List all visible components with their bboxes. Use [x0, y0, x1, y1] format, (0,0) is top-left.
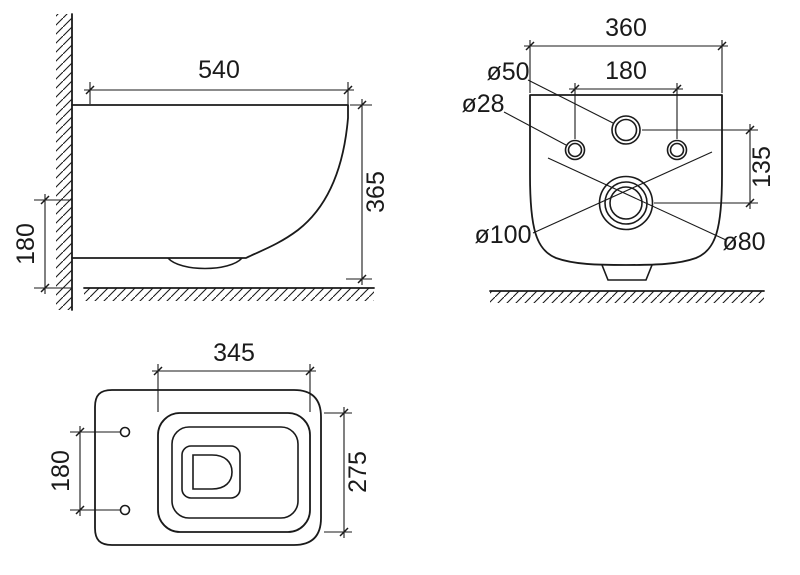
dimension-tick — [75, 505, 85, 515]
dim-360: 360 — [524, 14, 728, 93]
dimension-tick — [745, 198, 755, 208]
wall-hatch — [56, 14, 72, 310]
dimension-tick — [305, 366, 315, 376]
dimension-tick — [570, 84, 580, 94]
top-view: 345 180 275 — [47, 339, 372, 546]
dimension-tick — [525, 41, 535, 51]
dia80-label: ø80 — [722, 228, 765, 256]
dimension-tick — [40, 195, 50, 205]
rim-outline — [171, 426, 299, 519]
dia100-label: ø100 — [475, 221, 532, 249]
bolt-hole-right-outer — [666, 139, 688, 161]
dim-180-rear: 180 — [569, 57, 683, 139]
dim-360-label: 360 — [605, 14, 647, 42]
sump-hole — [192, 454, 233, 490]
drain-hole-mid — [604, 181, 648, 225]
side-view: 540 365 180 — [12, 13, 390, 311]
dim-275-label: 275 — [344, 451, 372, 493]
dim-275: 275 — [324, 407, 372, 538]
dimension-tick — [153, 366, 163, 376]
dimension-tick — [85, 85, 95, 95]
tank-outline — [529, 94, 723, 266]
hinge-hole-top — [119, 426, 131, 438]
outlet-arc — [167, 257, 243, 270]
floor-hatch — [490, 291, 764, 303]
dim-540-label: 540 — [198, 56, 240, 84]
dim-540: 540 — [84, 56, 354, 104]
dimension-tick — [672, 84, 682, 94]
dim-365-label: 365 — [362, 171, 390, 213]
dim-180-rear-label: 180 — [605, 57, 647, 85]
dia50-label: ø50 — [486, 58, 529, 86]
dim-135-label: 135 — [748, 146, 776, 188]
floor-hatch — [84, 288, 374, 301]
dim-135: 135 — [642, 124, 776, 209]
dim-345: 345 — [152, 339, 316, 412]
dimension-tick — [717, 41, 727, 51]
leader-line-dia80 — [547, 157, 727, 241]
dia28-label: ø28 — [461, 90, 504, 118]
fixture-profile — [71, 104, 349, 259]
seat-outline — [157, 412, 311, 533]
dimension-tick — [339, 527, 349, 537]
leader-line-dia50 — [527, 79, 614, 124]
drain-hole-inner — [609, 186, 643, 220]
leader-line-dia28 — [503, 111, 567, 146]
dimension-tick — [40, 283, 50, 293]
dim-365: 365 — [346, 99, 390, 285]
dimension-tick — [745, 125, 755, 135]
dim-180-top: 180 — [47, 426, 120, 516]
flush-hole-inner — [614, 118, 638, 142]
bolt-hole-right-inner — [669, 142, 685, 158]
rear-view: 360 180 ø50 ø28 ø100 ø80 135 — [461, 14, 776, 303]
dim-180-side-label: 180 — [12, 223, 40, 265]
hinge-hole-bottom — [119, 504, 131, 516]
dim-180-top-label: 180 — [47, 450, 75, 492]
dim-180-side: 180 — [12, 194, 72, 294]
sump-outline — [181, 445, 241, 499]
outlet-spigot — [601, 264, 653, 281]
body-outline — [94, 389, 322, 546]
dimension-tick — [357, 274, 367, 284]
bolt-hole-left-outer — [564, 139, 586, 161]
dimension-tick — [343, 85, 353, 95]
bolt-hole-left-inner — [567, 142, 583, 158]
dim-345-label: 345 — [213, 339, 255, 367]
dimension-tick — [339, 408, 349, 418]
flush-hole-outer — [611, 115, 641, 145]
dimension-tick — [357, 100, 367, 110]
dimension-tick — [75, 427, 85, 437]
